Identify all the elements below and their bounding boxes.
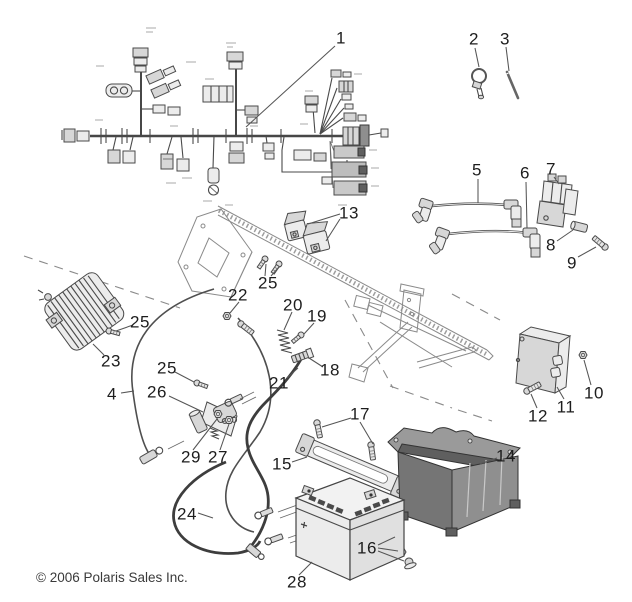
callout-10: 10 [584,383,604,403]
frame [23,205,501,422]
callout-29: 29 [181,447,201,467]
ignition-coil [536,173,579,228]
frame-hardware [222,254,315,364]
callout-27: 27 [208,447,228,467]
battery [294,477,406,581]
callout-12: 12 [528,406,548,426]
stud [290,347,315,364]
callout-1: 1 [336,28,346,48]
callout-16: 16 [357,538,377,558]
callout-4: 4 [107,384,117,404]
coil-bolt [590,234,611,253]
callout-21: 21 [269,373,289,393]
callout-22: 22 [228,285,248,305]
copyright-text: © 2006 Polaris Sales Inc. [36,570,188,585]
callout-8: 8 [546,235,556,255]
solenoid-screw [192,378,209,391]
starter-solenoid [188,391,257,440]
callout-6: 6 [520,163,530,183]
tie-rod-part [505,70,520,100]
callout-24: 24 [177,504,197,524]
plus-terminal-mark [300,521,308,529]
callout-11: 11 [556,397,576,417]
callout-2: 2 [469,29,479,49]
callout-19: 19 [307,306,327,326]
callout-18: 18 [320,360,340,380]
regulator-screw [104,326,121,338]
callout-25-frame: 25 [258,273,278,293]
callout-leader-lines [92,45,597,576]
callout-7: 7 [546,159,556,179]
callout-13: 13 [339,203,359,223]
relay-modules [283,210,331,255]
spark-plug-wires [411,197,541,258]
battery-box [387,427,521,537]
fastener-set [393,526,417,570]
callout-9: 9 [567,253,577,273]
callout-17: 17 [350,404,370,424]
callout-3: 3 [500,29,510,49]
cables [131,288,311,561]
callout-28: 28 [287,572,307,592]
callout-20: 20 [283,295,303,315]
callout-25-solenoid: 25 [157,358,177,378]
clamp-part [471,68,487,100]
cdi-module [515,326,572,394]
callout-15: 15 [272,454,292,474]
spring [276,329,293,354]
callout-23: 23 [101,351,121,371]
spacer-part [570,220,589,233]
wiring-harness [61,27,389,206]
callout-14: 14 [496,446,516,466]
voltage-regulator [37,272,125,351]
module-nut [578,351,588,359]
callout-26: 26 [147,382,167,402]
callout-25-regulator: 25 [130,312,150,332]
callout-5: 5 [472,160,482,180]
